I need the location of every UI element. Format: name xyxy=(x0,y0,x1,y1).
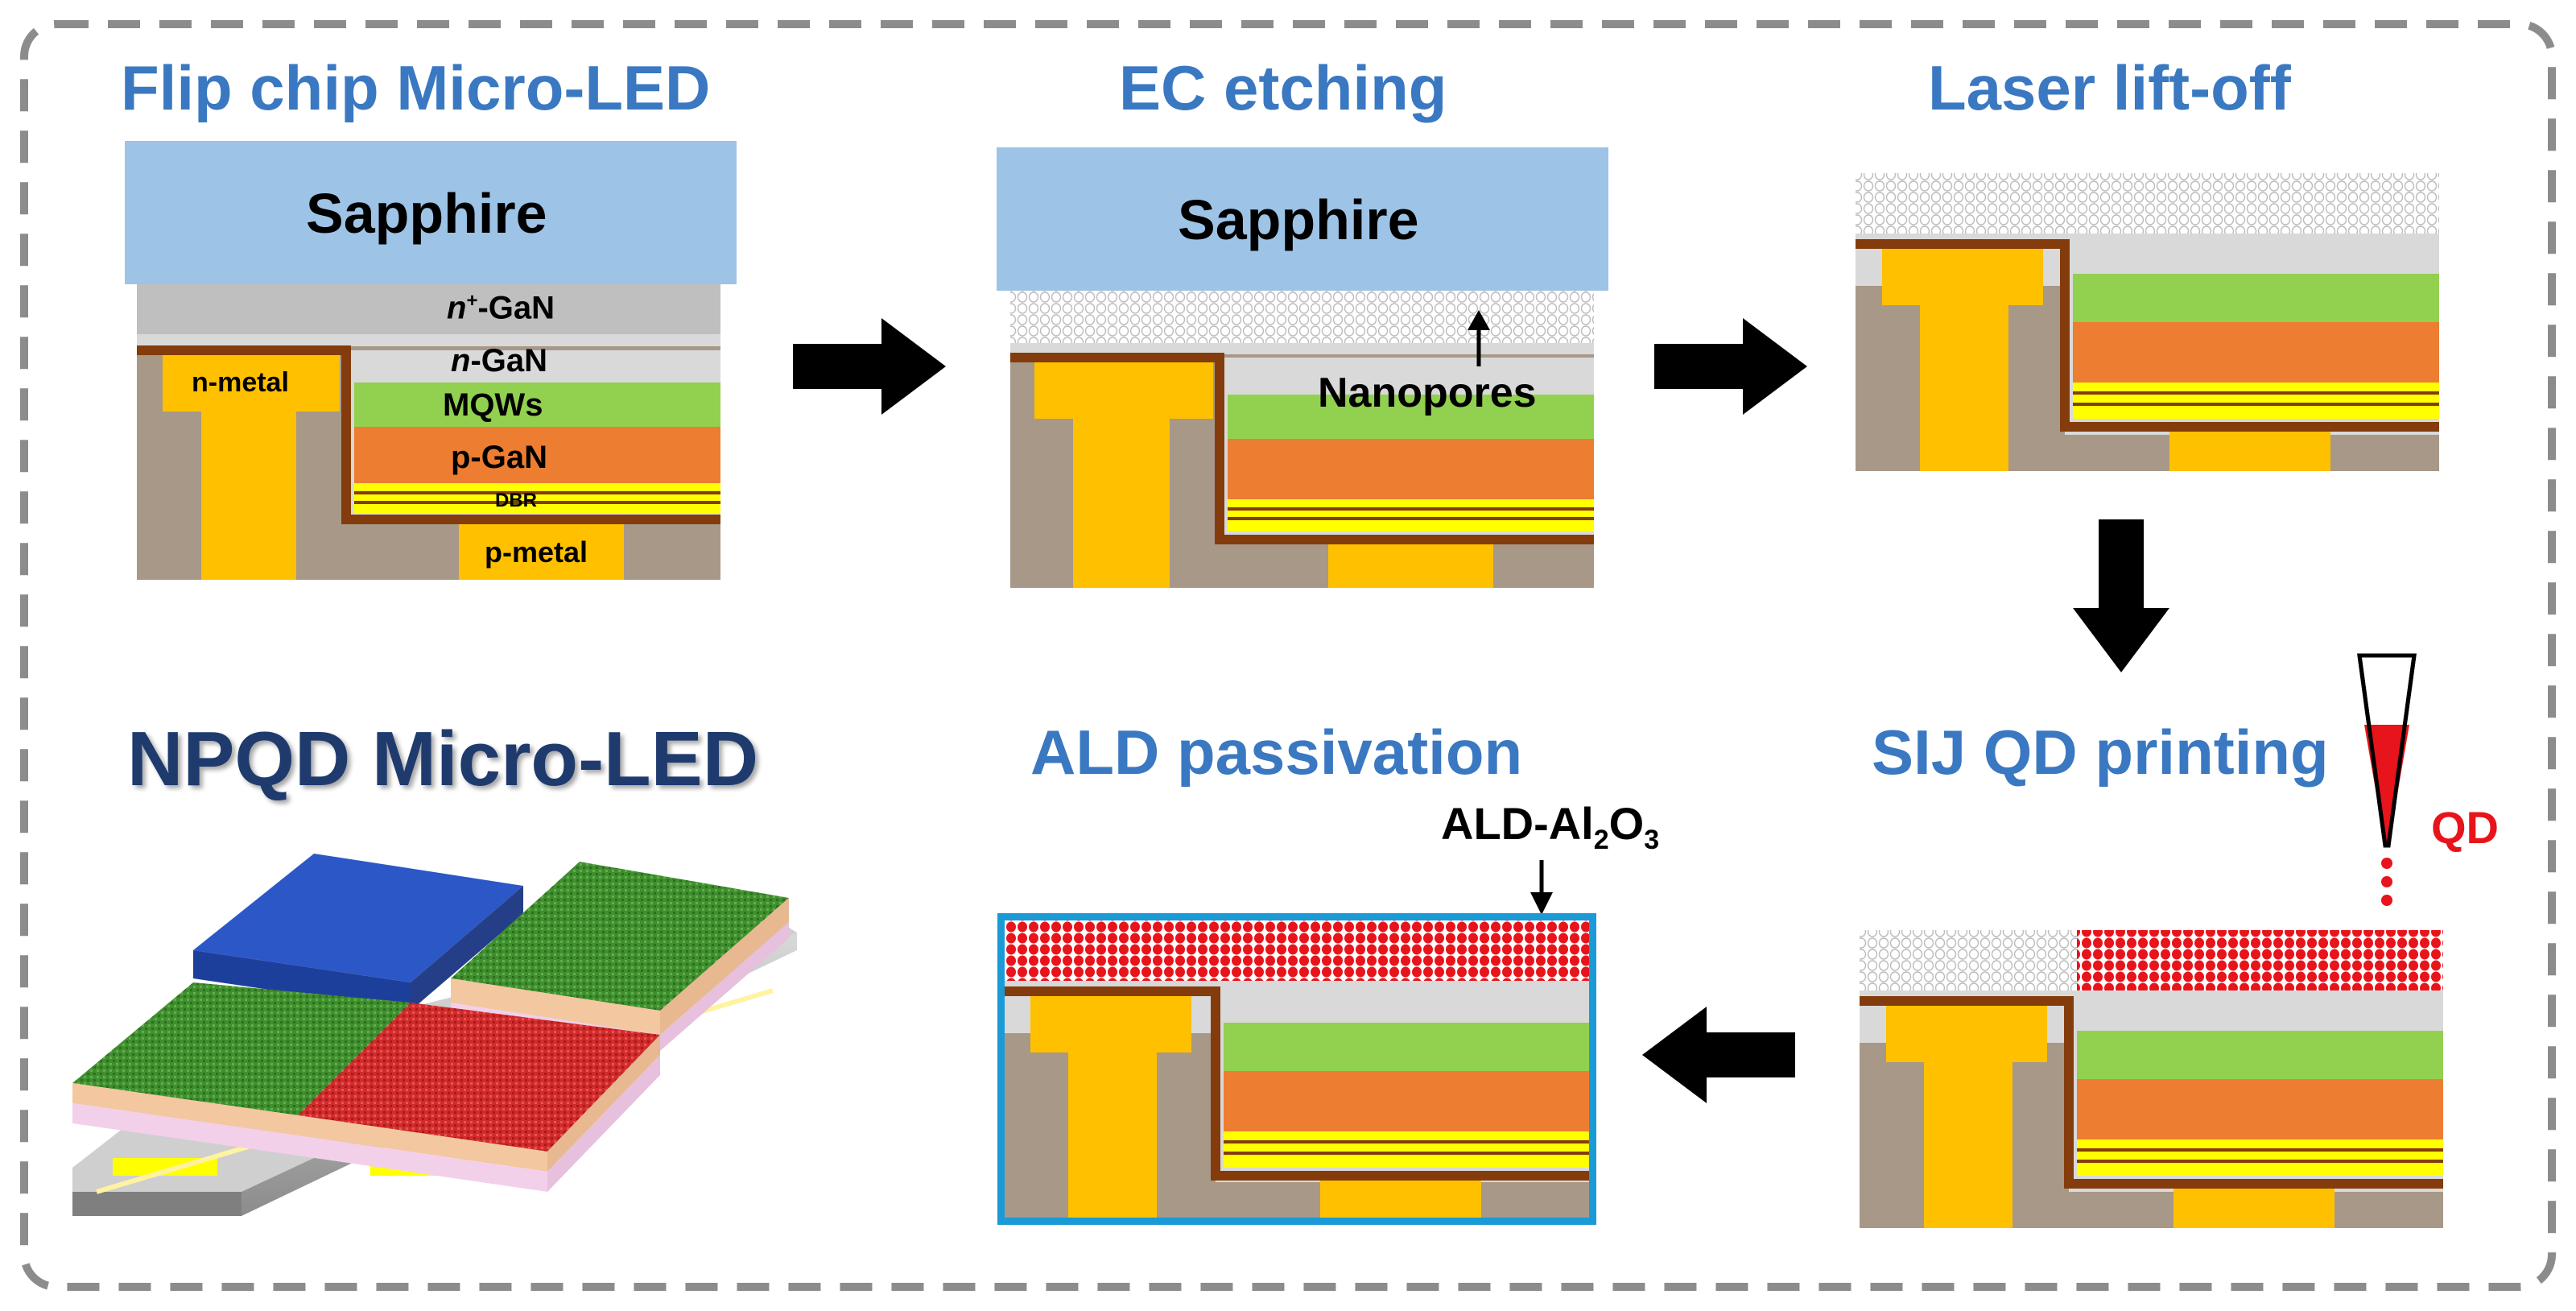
red-pixel xyxy=(298,1003,660,1152)
qd-filled-layer xyxy=(2077,930,2443,990)
pipette-icon xyxy=(2357,653,2417,906)
sapphire-layer-2 xyxy=(997,147,1608,291)
n-gan-label: n-GaN xyxy=(451,343,548,378)
n-metal xyxy=(163,355,340,411)
dbr-layer xyxy=(354,483,720,514)
p-gan-layer xyxy=(354,427,720,483)
ald-passivation-title: ALD passivation xyxy=(1030,717,1523,788)
ec-etching-diagram: Sapphire Nanopores xyxy=(994,145,1614,596)
npqd-3d-illustration xyxy=(72,854,797,1216)
arrow-down xyxy=(2073,519,2169,672)
ald-pointer-arrow xyxy=(1530,860,1553,915)
laser-lift-off-title: Laser lift-off xyxy=(1928,52,2291,123)
n-plus-gan-label: n+-GaN xyxy=(447,290,555,326)
nanoporous-layer-3 xyxy=(1856,173,2439,234)
sapphire-label: Sapphire xyxy=(306,182,547,245)
dbr-label: DBR xyxy=(495,490,537,511)
npqd-title: NPQD Micro-LED xyxy=(127,716,759,802)
p-metal-label: p-metal xyxy=(485,536,588,569)
ec-etching-title: EC etching xyxy=(1119,52,1447,123)
green-pixel-front xyxy=(72,982,411,1115)
arrow-right-2 xyxy=(1654,318,1807,415)
blue-pixel xyxy=(193,854,523,982)
sij-qd-printing-title: SIJ QD printing xyxy=(1872,717,2329,788)
sapphire-layer xyxy=(125,141,737,284)
ald-al2o3-label: ALD-Al2O3 xyxy=(1441,798,1660,856)
sij-qd-printing-diagram xyxy=(1856,926,2451,1232)
laser-lift-off-diagram xyxy=(1852,169,2447,475)
nanoporous-layer xyxy=(1010,291,1594,343)
arrow-left xyxy=(1642,1007,1795,1103)
sapphire-label-2: Sapphire xyxy=(1178,188,1419,251)
flip-chip-diagram: Sapphire n+-GaN n-GaN n-metal MQWs p-GaN… xyxy=(121,137,741,588)
nanopores-label: Nanopores xyxy=(1318,370,1537,416)
ald-passivation-diagram xyxy=(994,910,1600,1228)
arrow-right-1 xyxy=(793,318,946,415)
n-plus-gan-layer xyxy=(137,284,720,334)
n-metal-label: n-metal xyxy=(192,367,289,398)
mqws-layer xyxy=(354,383,720,427)
mqws-label: MQWs xyxy=(443,387,543,423)
p-metal xyxy=(459,524,624,580)
qd-layer-passivated xyxy=(1005,920,1589,981)
flip-chip-title: Flip chip Micro-LED xyxy=(121,52,711,123)
green-pixel-back xyxy=(451,862,789,1011)
p-gan-label: p-GaN xyxy=(451,440,547,475)
qd-label: QD xyxy=(2431,802,2499,853)
